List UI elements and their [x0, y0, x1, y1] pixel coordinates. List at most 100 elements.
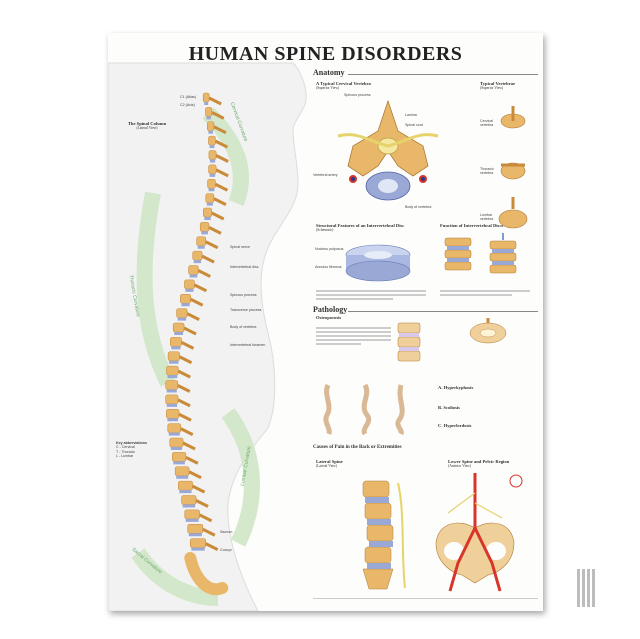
disc-label-nucleus: Nucleus pulposus	[315, 247, 344, 251]
spinous-process	[180, 341, 195, 350]
spine-label-sacrum: Sacrum	[220, 530, 233, 534]
abbreviations-box: Key abbreviations C - Cervical T - Thora…	[116, 441, 147, 458]
vertebra	[166, 408, 180, 419]
curvature-bands	[131, 107, 260, 606]
intervertebral-disc	[209, 173, 216, 177]
lumbar-pain-illustration	[362, 480, 406, 590]
spinous-process	[211, 111, 225, 120]
vertebra	[199, 222, 210, 232]
anatomy-label-vertebral-artery: Vertebral artery	[313, 173, 338, 177]
spinous-process	[215, 168, 229, 178]
spinous-process	[183, 326, 197, 336]
intervertebral-disc	[166, 389, 177, 393]
lateral-heading: Lateral Spine (Lateral View)	[316, 459, 343, 468]
spinous-process	[178, 412, 192, 422]
pathology-hyperkyphosis: A. Hyperkyphosis	[438, 385, 474, 390]
intervertebral-disc	[189, 274, 198, 278]
pathology-hyperlordosis: C. Hyperlordosis	[438, 423, 472, 428]
spinous-process	[201, 254, 215, 264]
vertebra	[207, 121, 215, 132]
vertebra	[184, 279, 195, 290]
cervical-heading: A Typical Cervical Vertebra (Superior Vi…	[316, 81, 371, 90]
curvature-silhouettes	[323, 383, 405, 435]
spinous-process	[205, 240, 219, 250]
cervical-subtitle: (Superior View)	[316, 86, 340, 91]
vertebra	[167, 351, 180, 362]
intervertebral-disc	[193, 260, 202, 264]
osteoporosis-heading: Osteoporosis	[316, 315, 342, 320]
poster-title: HUMAN SPINE DISORDERS	[188, 43, 463, 65]
intervertebral-disc	[174, 332, 184, 335]
causes-heading: Causes of Pain in the Back or Extremitie…	[313, 445, 402, 450]
vertebra	[208, 164, 217, 175]
structural-subtitle: (Schematic)	[316, 228, 334, 233]
spinous-process	[197, 269, 211, 278]
spinous-process	[191, 484, 206, 494]
vertebra	[172, 322, 185, 333]
cervical-vertebra-illustration	[337, 99, 439, 201]
vertebra	[172, 452, 187, 462]
spinous-process	[177, 384, 191, 393]
vertebra	[180, 293, 191, 304]
vertebra	[166, 365, 179, 376]
disc-structure-illustration	[345, 244, 411, 282]
spinal-column-heading: The Spinal Column (Lateral View)	[122, 121, 172, 130]
vertebra	[167, 423, 182, 433]
intervertebral-disc	[176, 475, 189, 479]
vertebra	[207, 178, 216, 189]
spinous-process	[182, 441, 196, 451]
spine-label-coccyx: Coccyx	[220, 548, 232, 552]
intervertebral-disc	[208, 188, 215, 192]
spine-label-spinal-nerve: Spinal nerve	[230, 245, 250, 249]
intervertebral-disc	[191, 547, 205, 551]
intervertebral-disc	[167, 418, 179, 422]
spinal-column-subtitle: (Lateral View)	[136, 126, 158, 131]
intervertebral-disc	[177, 317, 187, 321]
vertebra	[202, 92, 210, 103]
intervertebral-disc	[208, 130, 213, 134]
intervertebral-disc	[206, 116, 211, 120]
vertebra	[205, 107, 213, 117]
disc-description-placeholder	[316, 288, 426, 302]
anatomy-rule	[348, 74, 538, 75]
vertebra	[187, 523, 204, 534]
vertebra	[192, 250, 203, 261]
pathology-scoliosis: B. Scoliosis	[438, 405, 460, 410]
intervertebral-disc	[204, 217, 211, 220]
vertebra	[203, 207, 213, 218]
disc-function-illustration	[444, 233, 517, 274]
spinous-process	[213, 197, 227, 206]
typical-vertebrae-illustration	[498, 106, 528, 229]
anatomy-label-body: Body of vertebra	[405, 205, 432, 209]
spinal-column-illustration	[165, 92, 229, 596]
footer-rule	[313, 598, 538, 599]
structural-title: Structural Features of an Intervertebral…	[316, 223, 405, 228]
intervertebral-disc	[197, 245, 205, 249]
vertebra	[190, 538, 207, 548]
spinous-process	[177, 369, 191, 379]
intervertebral-disc	[168, 432, 180, 436]
vertebra	[208, 135, 216, 146]
pathology-rule	[348, 311, 538, 312]
spinous-process	[214, 182, 229, 192]
vertebra	[174, 466, 190, 477]
intervertebral-disc	[182, 504, 196, 508]
spinous-process	[208, 96, 222, 106]
intervertebral-disc	[201, 231, 208, 235]
spinous-process	[214, 139, 229, 149]
intervertebral-disc	[169, 360, 179, 364]
vertebra	[165, 394, 179, 405]
spinous-process	[193, 283, 208, 293]
vertebra	[208, 150, 217, 160]
anatomy-poster: HUMAN SPINE DISORDERS Cervical Curvature…	[108, 33, 543, 611]
pathology-heading: Pathology	[313, 305, 348, 314]
intervertebral-disc	[188, 533, 202, 537]
spinous-process	[195, 499, 209, 508]
spine-label-transverse: Transverse process	[230, 308, 262, 312]
spinous-process	[205, 542, 219, 551]
lateral-title: Lateral Spine	[316, 459, 343, 464]
abbreviation-item: C - Cervical	[116, 445, 135, 450]
typical-label-cervical: Cervical vertebra	[480, 119, 494, 128]
osteoporosis-description-placeholder	[316, 325, 391, 347]
vertebra	[176, 308, 188, 318]
